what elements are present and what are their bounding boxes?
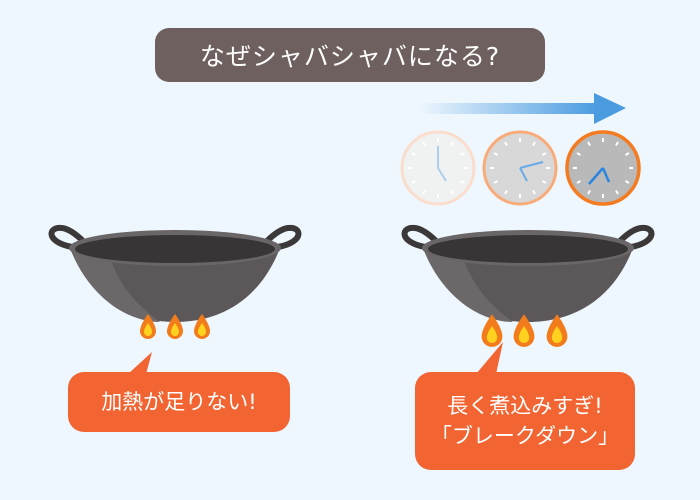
time-arrow-icon (418, 93, 626, 124)
clock-tick (532, 190, 536, 195)
clock-tick (576, 152, 581, 156)
clock-tick (615, 190, 619, 195)
clock-tick (460, 152, 465, 156)
clock-tick (504, 141, 508, 146)
callout-left: 加熱が足りない! (68, 372, 290, 432)
clock-tick (411, 152, 416, 156)
clock-tick (532, 141, 536, 146)
wok-left-icon (48, 224, 302, 322)
callout-left-text: 加熱が足りない! (101, 389, 257, 414)
clock-tick (625, 152, 630, 156)
clock-tick (422, 190, 426, 195)
clock-tick (542, 152, 547, 156)
clock-icon-late (565, 130, 641, 206)
clock-tick (576, 180, 581, 184)
clock-tick (450, 190, 454, 195)
clock-icon-early (400, 130, 476, 206)
clock-icon-middle (482, 130, 558, 206)
callout-right: 長く煮込みすぎ! 「ブレークダウン」 (415, 372, 635, 470)
clock-tick (411, 180, 416, 184)
clock-tick (587, 141, 591, 146)
page-title: なぜシャバシャバになる? (155, 28, 545, 82)
callout-right-line2: 「ブレークダウン」 (430, 424, 620, 448)
flame-icons-left (140, 314, 210, 339)
callout-tail-left (128, 352, 152, 374)
callout-right-line1: 長く煮込みすぎ! (447, 393, 603, 418)
clock-tick (625, 180, 630, 184)
clock-tick (542, 180, 547, 184)
clock-tick (493, 152, 498, 156)
clock-tick (450, 141, 454, 146)
clock-tick (422, 141, 426, 146)
callout-tail-right (476, 342, 503, 374)
flame-icons-right (481, 314, 568, 347)
clock-tick (493, 180, 498, 184)
wok-right-icon (401, 224, 655, 322)
clock-tick (615, 141, 619, 146)
clock-tick (460, 180, 465, 184)
clock-tick (587, 190, 591, 195)
clock-tick (504, 190, 508, 195)
